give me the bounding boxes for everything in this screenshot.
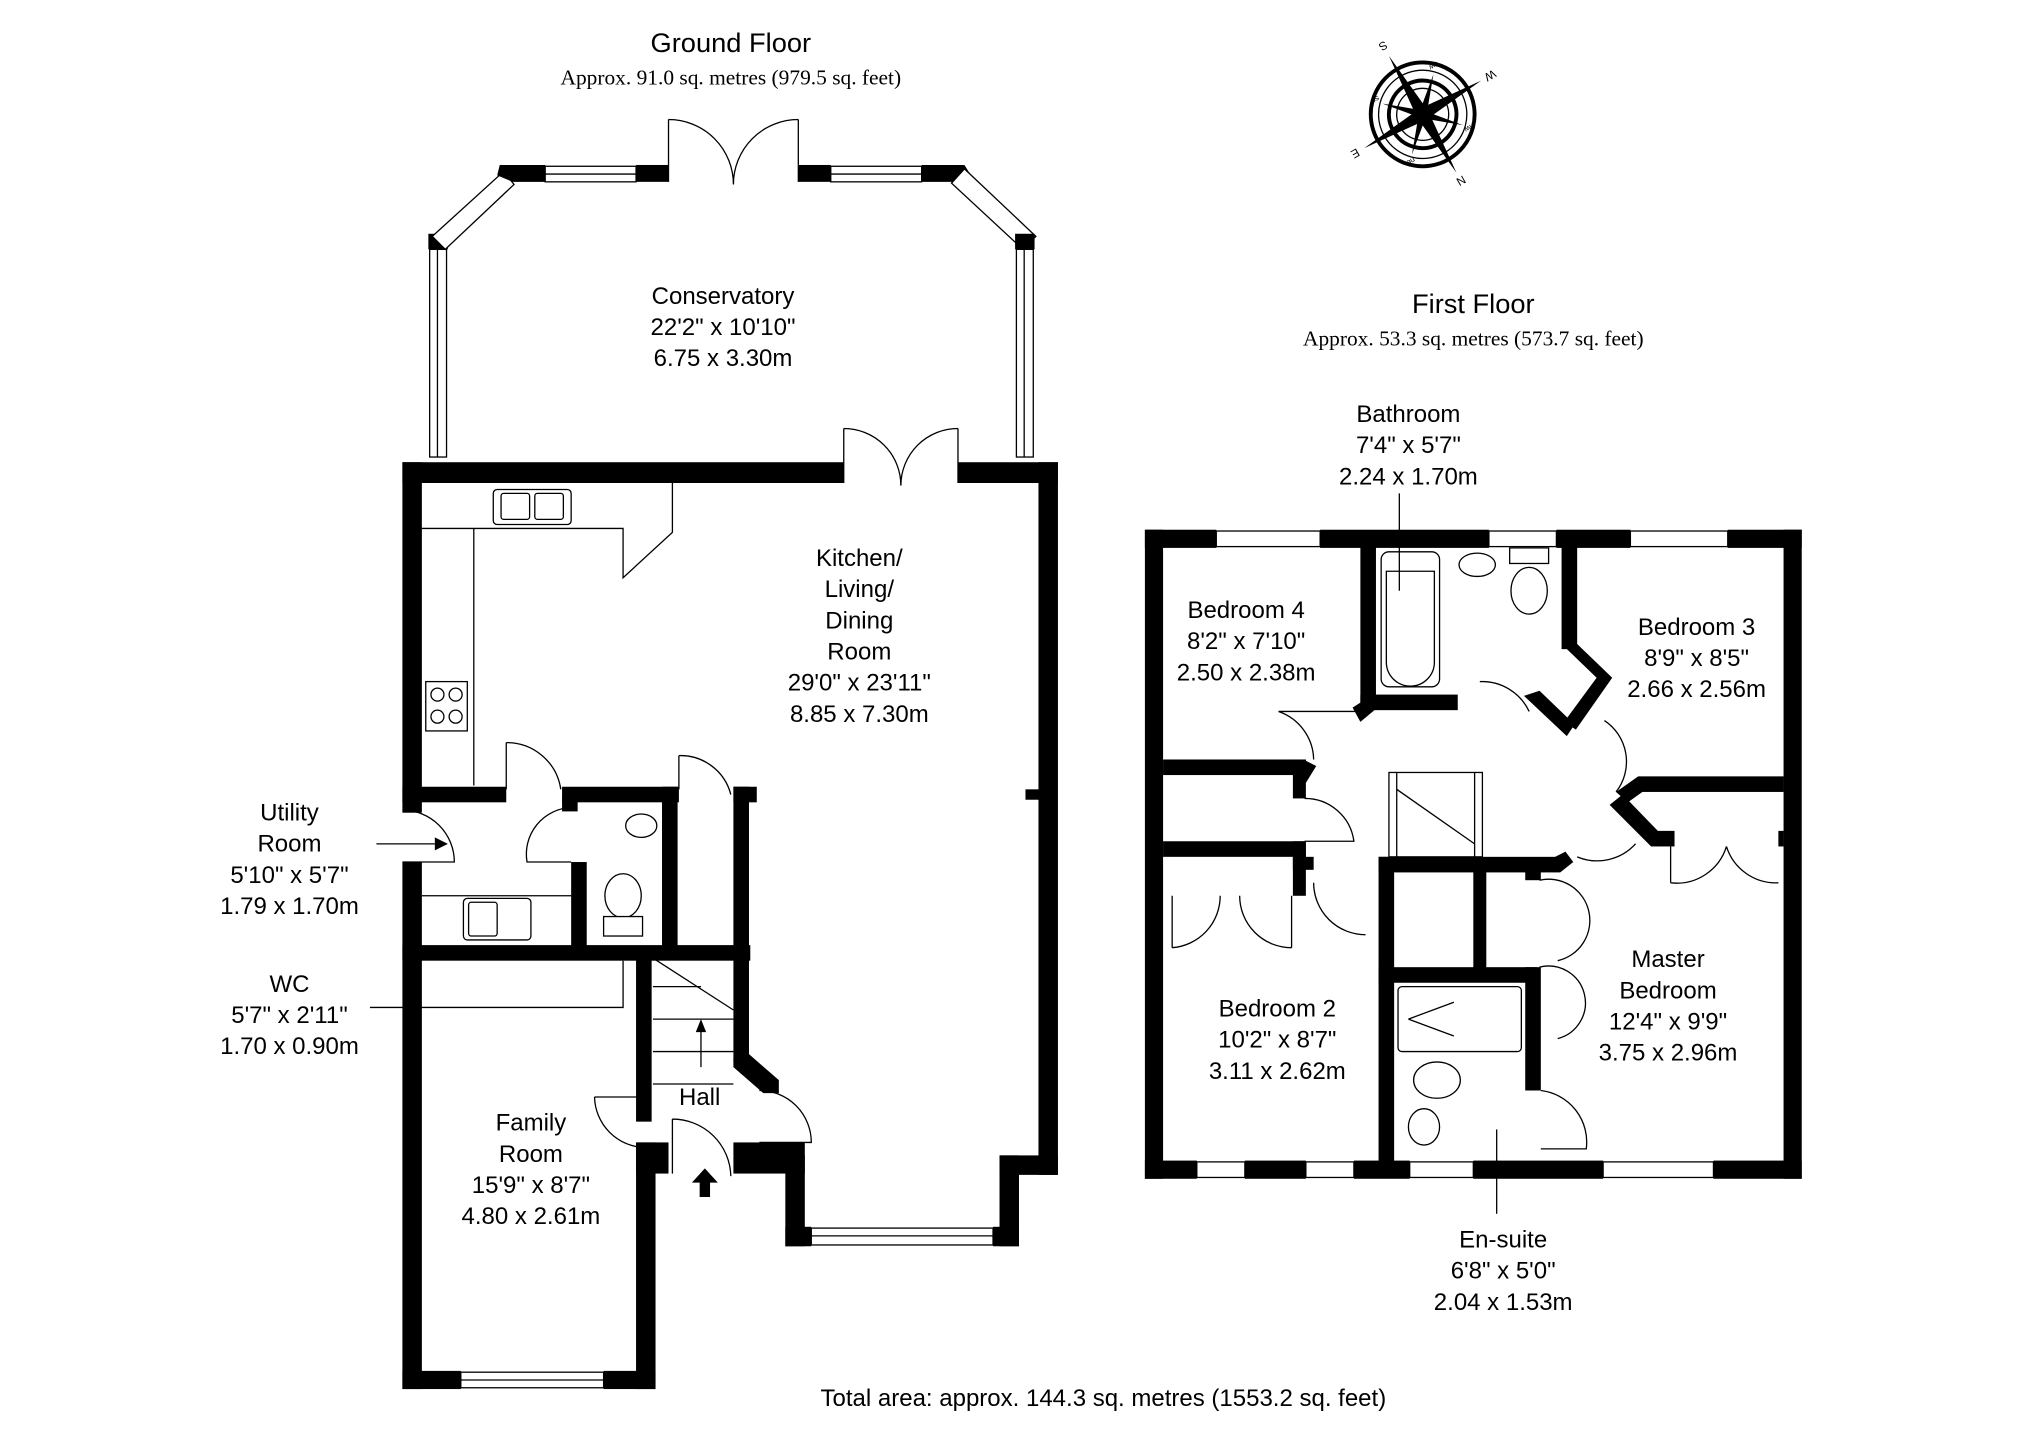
compass-nw: nw <box>1463 121 1476 134</box>
family-room-name-1: Family <box>496 1110 567 1137</box>
bedroom4-metric: 2.50 x 2.38m <box>1177 659 1316 686</box>
bedroom2-name: Bedroom 2 <box>1219 996 1336 1023</box>
first-floor-walls <box>1144 493 1802 1214</box>
conservatory-metric: 6.75 x 3.30m <box>654 345 793 372</box>
ensuite-name: En-suite <box>1459 1227 1547 1254</box>
first-floor-plan: Bathroom 7'4" x 5'7" 2.24 x 1.70m Bedroo… <box>1144 401 1802 1316</box>
kitchen-imperial: 29'0" x 23'11" <box>788 670 931 697</box>
first-floor-area: Approx. 53.3 sq. metres (573.7 sq. feet) <box>1303 326 1644 350</box>
bedroom4-name: Bedroom 4 <box>1187 597 1304 624</box>
bathroom-metric: 2.24 x 1.70m <box>1339 463 1478 490</box>
family-room-imperial: 15'9" x 8'7" <box>472 1172 590 1199</box>
wc-imperial: 5'7" x 2'11" <box>231 1002 348 1029</box>
compass-n: N <box>1454 173 1468 188</box>
bedroom2-metric: 3.11 x 2.62m <box>1209 1058 1346 1085</box>
bedroom4-imperial: 8'2" x 7'10" <box>1187 628 1305 655</box>
wc-name: WC <box>269 971 309 998</box>
master-bedroom-name-1: Master <box>1631 946 1704 973</box>
conservatory-name: Conservatory <box>652 283 795 310</box>
hall-name: Hall <box>679 1084 720 1111</box>
compass-s: S <box>1376 38 1389 53</box>
kitchen-name-4: Room <box>827 639 891 666</box>
conservatory-imperial: 22'2" x 10'10" <box>651 314 796 341</box>
kitchen-name-3: Dining <box>825 607 893 634</box>
ensuite-imperial: 6'8" x 5'0" <box>1451 1258 1556 1285</box>
family-room-metric: 4.80 x 2.61m <box>462 1203 601 1230</box>
ground-floor-title: Ground Floor <box>651 27 812 58</box>
utility-imperial: 5'10" x 5'7" <box>230 862 348 889</box>
ground-floor-plan: Conservatory 22'2" x 10'10" 6.75 x 3.30m <box>220 118 1058 1390</box>
utility-name-1: Utility <box>260 799 319 826</box>
utility-name-2: Room <box>257 831 321 858</box>
compass-ne: ne <box>1405 155 1417 167</box>
compass-rose-icon: N S E W nw sw se ne <box>1348 38 1498 188</box>
first-floor-title: First Floor <box>1412 288 1535 319</box>
family-room-name-2: Room <box>499 1141 563 1168</box>
compass-se: se <box>1369 94 1381 106</box>
bedroom3-name: Bedroom 3 <box>1638 614 1755 641</box>
compass-e: E <box>1348 145 1361 160</box>
bedroom2-imperial: 10'2" x 8'7" <box>1218 1027 1336 1054</box>
master-bedroom-metric: 3.75 x 2.96m <box>1599 1040 1738 1067</box>
main-walls <box>369 427 1058 1390</box>
bedroom3-metric: 2.66 x 2.56m <box>1627 676 1766 703</box>
ensuite-metric: 2.04 x 1.53m <box>1434 1289 1573 1316</box>
ground-floor-area: Approx. 91.0 sq. metres (979.5 sq. feet) <box>560 65 901 89</box>
kitchen-name-1: Kitchen/ <box>816 545 903 572</box>
compass-sw: sw <box>1427 60 1440 73</box>
kitchen-metric: 8.85 x 7.30m <box>790 701 929 728</box>
bathroom-name: Bathroom <box>1356 401 1460 428</box>
kitchen-name-2: Living/ <box>825 576 895 603</box>
total-area: Total area: approx. 144.3 sq. metres (15… <box>821 1385 1387 1412</box>
bedroom3-imperial: 8'9" x 8'5" <box>1644 645 1749 672</box>
wc-metric: 1.70 x 0.90m <box>220 1033 359 1060</box>
master-bedroom-imperial: 12'4" x 9'9" <box>1609 1008 1727 1035</box>
master-bedroom-name-2: Bedroom <box>1619 977 1716 1004</box>
conservatory-walls <box>428 118 1037 458</box>
bathroom-imperial: 7'4" x 5'7" <box>1356 432 1461 459</box>
compass-w: W <box>1482 67 1498 84</box>
utility-metric: 1.79 x 1.70m <box>220 893 359 920</box>
